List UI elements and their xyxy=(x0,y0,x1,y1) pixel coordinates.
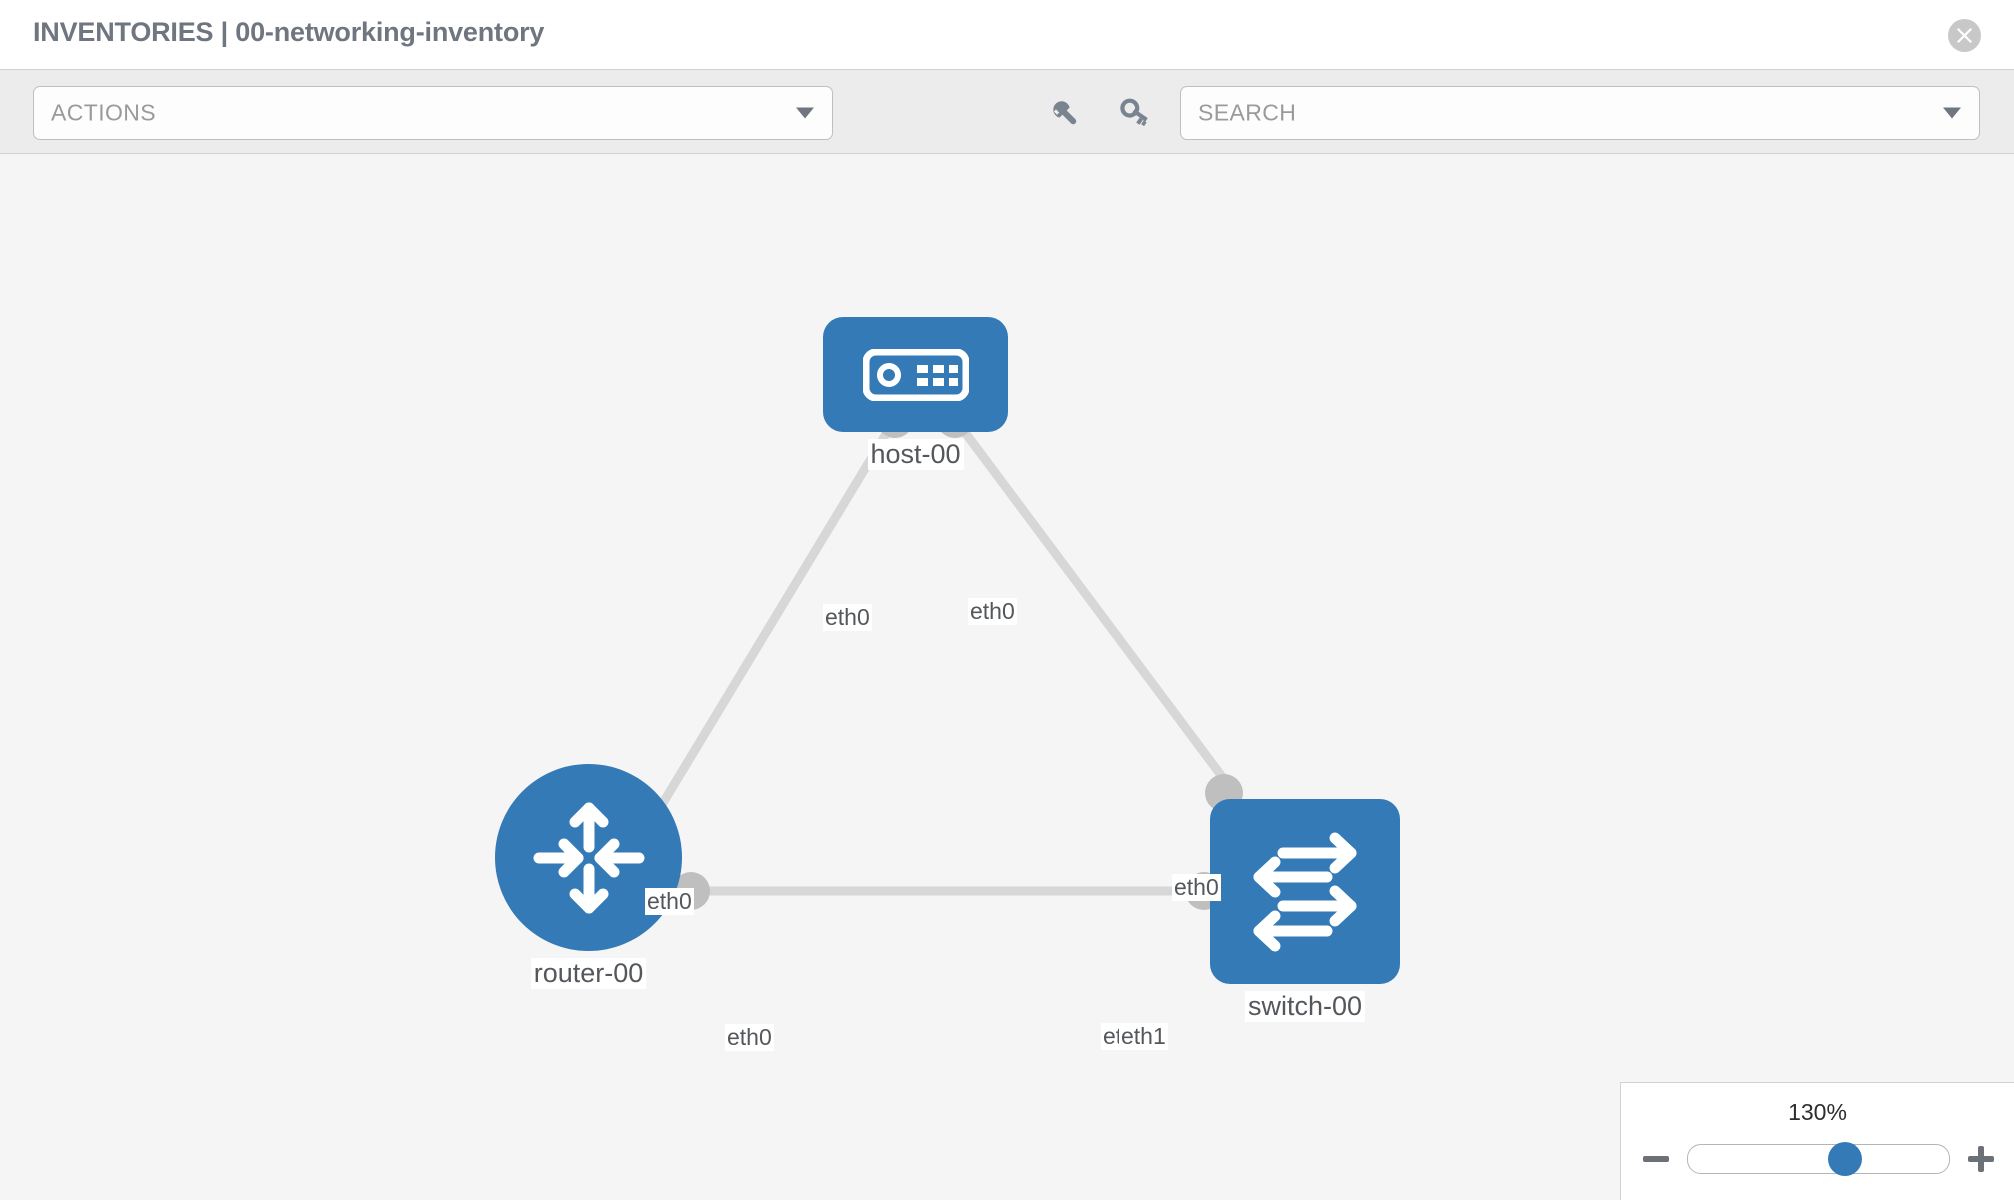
zoom-level-value: 130% xyxy=(1788,1099,1847,1125)
page-title: INVENTORIES | 00-networking-inventory xyxy=(33,17,545,47)
server-device-icon xyxy=(862,348,969,401)
actions-dropdown-label: ACTIONS xyxy=(51,99,157,126)
wrench-icon[interactable] xyxy=(1049,97,1083,131)
chevron-down-icon xyxy=(796,107,814,119)
host-node-shape xyxy=(823,317,1008,432)
toolbar: ACTIONS SEARCH xyxy=(0,69,2014,154)
node-switch-00[interactable]: switch-00 xyxy=(1210,799,1400,1022)
search-input[interactable]: SEARCH xyxy=(1180,86,1980,140)
key-icon[interactable] xyxy=(1116,97,1150,131)
plus-icon-vertical xyxy=(1978,1146,1984,1172)
zoom-slider-thumb[interactable] xyxy=(1827,1142,1862,1176)
zoom-slider-track[interactable] xyxy=(1687,1142,1950,1176)
search-input-placeholder: SEARCH xyxy=(1198,99,1297,126)
router-arrows-icon xyxy=(533,802,644,913)
link-host-switch[interactable] xyxy=(951,416,1239,797)
router-node-shape xyxy=(495,764,682,951)
node-host-00[interactable]: host-00 xyxy=(823,317,1008,470)
zoom-out-button[interactable] xyxy=(1641,1144,1671,1174)
switch-arrows-icon xyxy=(1253,832,1357,951)
close-icon[interactable] xyxy=(1948,19,1981,52)
minus-icon xyxy=(1643,1156,1669,1162)
page-header: INVENTORIES | 00-networking-inventory xyxy=(0,0,2014,69)
zoom-control-panel: 130% xyxy=(1620,1082,2014,1200)
topology-links xyxy=(616,416,1239,896)
chevron-down-icon xyxy=(1943,107,1961,119)
node-router-00[interactable]: router-00 xyxy=(495,764,682,989)
link-host-router[interactable] xyxy=(616,416,899,877)
zoom-slider-row xyxy=(1641,1139,1996,1179)
actions-dropdown[interactable]: ACTIONS xyxy=(33,86,833,140)
switch-node-shape xyxy=(1210,799,1400,984)
topology-canvas[interactable]: host-00 xyxy=(0,154,2014,1200)
zoom-in-button[interactable] xyxy=(1966,1144,1996,1174)
